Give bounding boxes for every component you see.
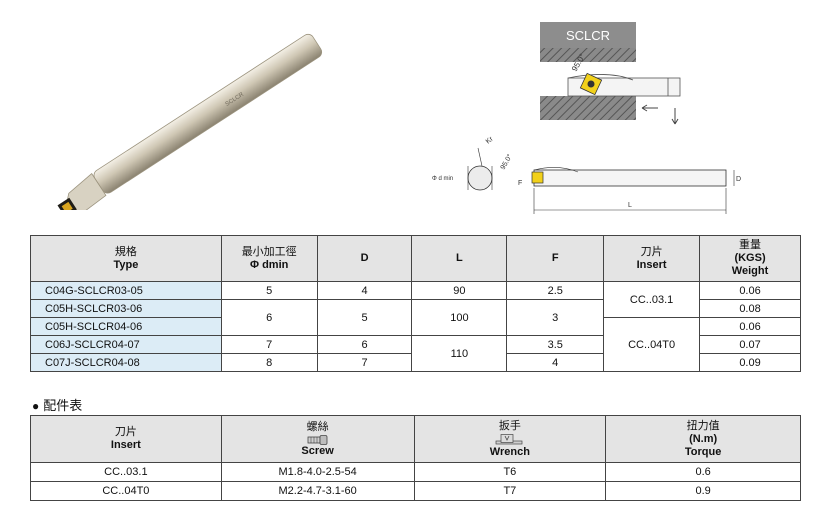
kr-label: Kr xyxy=(485,135,495,145)
weight-cell: 0.08 xyxy=(699,299,801,318)
d-cell: 4 xyxy=(316,281,413,300)
torque-cell: 0.9 xyxy=(605,481,801,501)
table-row: C07J-SCLCR04-08 8 7 4 0.09 xyxy=(30,353,801,372)
f-label: F xyxy=(518,180,522,187)
f-cell: 2.5 xyxy=(506,281,605,300)
f-cell: 3 xyxy=(506,299,605,336)
boring-bar-photo: SCLCR xyxy=(57,33,323,210)
type-cell: C07J-SCLCR04-08 xyxy=(30,353,222,372)
dmin-label: Φ d min xyxy=(432,176,453,182)
wrench-cell: T7 xyxy=(413,481,607,501)
l-cell: 90 xyxy=(411,281,508,300)
table-row: CC..03.1 M1.8-4.0-2.5-54 T6 0.6 xyxy=(30,462,801,482)
type-cell: C05H-SCLCR03-06 xyxy=(30,299,222,318)
dmin-cell: 5 xyxy=(220,281,318,300)
bullet-icon: ● xyxy=(32,399,40,413)
l-label: L xyxy=(628,202,632,209)
screw-cell: M1.8-4.0-2.5-54 xyxy=(220,462,415,482)
insert-cell: CC..04T0 xyxy=(603,317,701,372)
d-cell: 6 xyxy=(316,335,413,354)
diagram-model-label: SCLCR xyxy=(566,28,610,43)
wrench-cell: T6 xyxy=(413,462,607,482)
boring-bar-dimension-diagram: Φ d min Kr 95.0° F D L xyxy=(432,135,741,214)
l-cell: 110 xyxy=(411,335,508,372)
header-wrench: 扳手 Wrench xyxy=(413,415,607,463)
spare-parts-title: ●配件表 xyxy=(32,395,82,414)
weight-cell: 0.06 xyxy=(699,317,801,336)
screw-cell: M2.2-4.7-3.1-60 xyxy=(220,481,415,501)
weight-cell: 0.07 xyxy=(699,335,801,354)
header-torque: 扭力值(N.m)Torque xyxy=(605,415,801,463)
dmin-cell: 6 xyxy=(220,299,318,336)
insert-cell: CC..03.1 xyxy=(603,281,701,318)
f-cell: 4 xyxy=(506,353,605,372)
type-cell: C04G-SCLCR03-05 xyxy=(30,281,222,300)
table-row: C06J-SCLCR04-07 7 6 110 3.5 0.07 xyxy=(30,335,801,372)
f-cell: 3.5 xyxy=(506,335,605,354)
weight-cell: 0.09 xyxy=(699,353,801,372)
insert-cell: CC..04T0 xyxy=(30,481,222,501)
d-cell: 7 xyxy=(316,353,413,372)
table-row: C05H-SCLCR04-06 CC..04T0 0.06 xyxy=(30,317,801,372)
weight-cell: 0.06 xyxy=(699,281,801,300)
d-label: D xyxy=(736,176,741,183)
dmin-cell: 8 xyxy=(220,353,318,372)
l-cell: 100 xyxy=(411,299,508,336)
wrench-icon xyxy=(495,433,523,444)
d-cell: 5 xyxy=(316,299,413,336)
table-row: C04G-SCLCR03-05 5 4 90 2.5 CC..03.1 0.06 xyxy=(30,281,801,318)
torque-cell: 0.6 xyxy=(605,462,801,482)
header-weight: 重量(KGS)Weight xyxy=(699,235,801,282)
dim-angle-label: 95.0° xyxy=(499,153,514,171)
sclcr-operation-diagram: SCLCR 95.0° xyxy=(540,22,681,125)
header-f: F xyxy=(506,235,605,282)
insert-cell: CC..03.1 xyxy=(30,462,222,482)
table-row: CC..04T0 M2.2-4.7-3.1-60 T7 0.9 xyxy=(30,481,801,501)
spare-parts-title-text: 配件表 xyxy=(43,398,83,413)
screw-icon xyxy=(307,434,328,445)
dmin-cell: 7 xyxy=(220,335,318,354)
table-row: C05H-SCLCR03-06 6 5 100 3 0.08 xyxy=(30,299,801,336)
header-l: L xyxy=(411,235,508,282)
header-screw: 螺絲 Screw xyxy=(220,415,415,463)
type-cell: C06J-SCLCR04-07 xyxy=(30,335,222,354)
header-d: D xyxy=(316,235,413,282)
type-cell: C05H-SCLCR04-06 xyxy=(30,317,222,336)
